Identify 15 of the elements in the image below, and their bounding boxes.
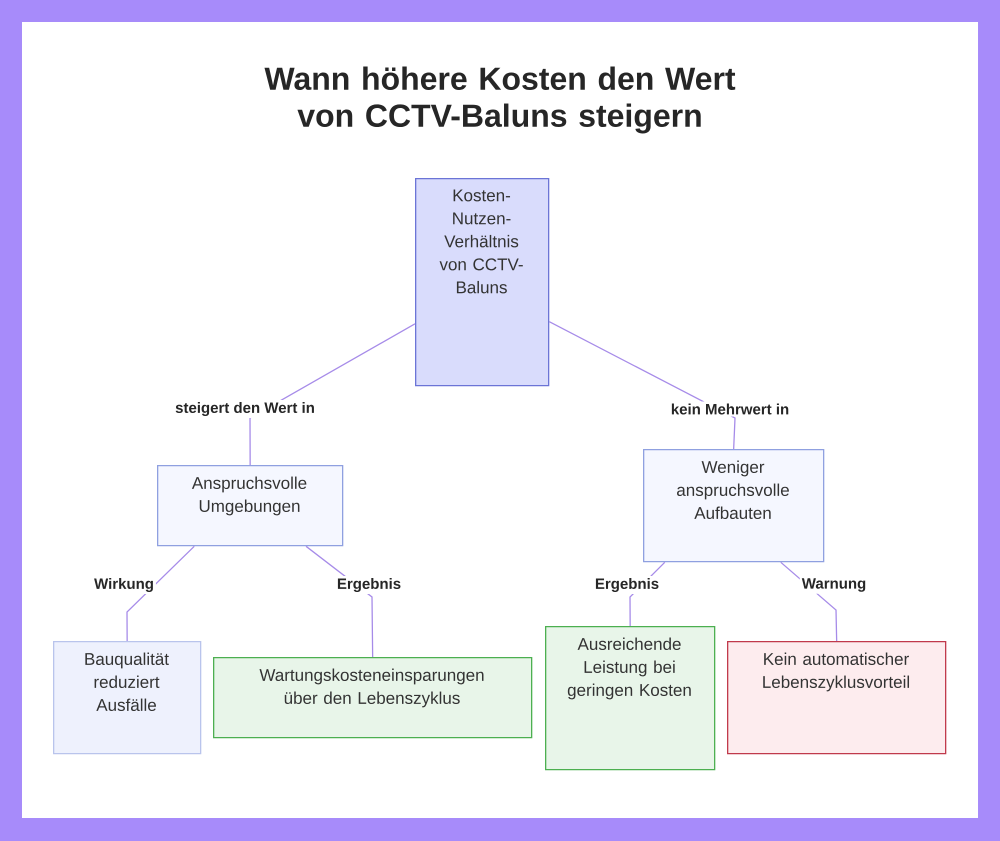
edge-label: Wirkung	[92, 576, 156, 594]
title: Wann höhere Kosten den Wert von CCTV-Baluns steigern	[264, 66, 736, 134]
edge-label: kein Mehrwert in	[668, 402, 792, 417]
edge-label: steigert den Wert in	[173, 400, 317, 418]
process-box: Kein automatischer Lebenszyklusvorteil	[727, 641, 946, 754]
connector	[126, 546, 195, 642]
process-box: Ausreichende Leistung bei geringen Kosten	[545, 626, 716, 770]
edge-label: Ergebnis	[334, 576, 404, 594]
edge-label: Ergebnis	[592, 576, 662, 594]
process-box: Wartungskosteneinsparungen über den Lebenszyklus	[213, 657, 532, 738]
process-box: Kosten-Nutzen-Verhältnis von CCTV-Baluns	[415, 178, 550, 386]
process-box: Weniger anspruchsvolle Aufbauten	[643, 449, 824, 562]
edge-label: Warnung	[800, 576, 868, 594]
process-box: Anspruchsvolle Umgebungen	[157, 465, 344, 546]
process-box: Bauqualität reduziert Ausfälle	[53, 641, 202, 754]
